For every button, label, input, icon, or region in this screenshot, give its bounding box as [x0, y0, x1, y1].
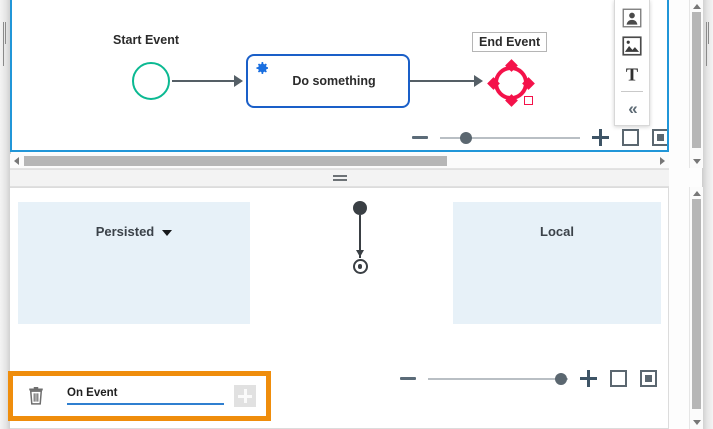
bottom-zoom-toolbar[interactable]: [400, 370, 657, 387]
event-name-value[interactable]: On Event: [67, 387, 118, 399]
right-splitter[interactable]: [702, 0, 713, 429]
resize-handle-southeast[interactable]: [524, 96, 533, 105]
svg-text:T: T: [626, 65, 638, 85]
end-event-label: End Event: [472, 32, 548, 52]
text-icon[interactable]: T: [619, 61, 645, 87]
fit-to-screen-icon[interactable]: [640, 370, 657, 387]
scroll-right-arrow[interactable]: [660, 157, 665, 165]
hscroll-thumb[interactable]: [24, 156, 447, 166]
zone-persisted[interactable]: Persisted: [18, 202, 250, 324]
right-splitter-grip[interactable]: [706, 22, 710, 66]
zoom-in-icon[interactable]: [592, 129, 609, 146]
top-pane-vscrollbar[interactable]: [689, 0, 703, 168]
zone-local-title: Local: [453, 224, 661, 239]
start-event-shape[interactable]: [132, 62, 170, 100]
zoom-out-icon[interactable]: [400, 377, 416, 380]
sequence-flow-1-arrowhead: [234, 75, 243, 87]
petri-end-place[interactable]: [352, 259, 368, 274]
scroll-up-arrow[interactable]: [692, 4, 701, 9]
fullscreen-icon[interactable]: [610, 370, 627, 387]
zoom-in-icon[interactable]: [580, 370, 597, 387]
task-shape-do-something[interactable]: Do something: [246, 54, 410, 108]
add-event-button[interactable]: [234, 385, 256, 407]
left-splitter-grip[interactable]: [3, 22, 7, 66]
gear-icon: [254, 60, 270, 76]
bottom-pane-vscroll-thumb[interactable]: [692, 199, 701, 409]
event-name-input[interactable]: On Event: [67, 387, 224, 405]
event-row[interactable]: On Event: [13, 376, 266, 416]
petri-start-place[interactable]: [353, 201, 367, 215]
fit-to-screen-icon[interactable]: [652, 129, 667, 146]
tool-palette[interactable]: T «: [614, 0, 650, 126]
top-pane-hscrollbar[interactable]: [10, 154, 669, 169]
event-row-highlight: On Event: [8, 371, 271, 421]
scroll-down-arrow[interactable]: [692, 420, 701, 425]
end-event-shape[interactable]: [486, 58, 536, 108]
zoom-slider-thumb[interactable]: [555, 372, 567, 385]
top-pane-vscroll-thumb[interactable]: [692, 12, 701, 148]
scroll-up-arrow[interactable]: [692, 191, 701, 196]
petri-arc[interactable]: [359, 215, 361, 258]
zoom-out-icon[interactable]: [412, 136, 428, 139]
zone-local-label: Local: [540, 224, 574, 239]
zoom-slider-thumb[interactable]: [460, 131, 472, 144]
image-icon[interactable]: [619, 33, 645, 59]
palette-divider: [621, 91, 643, 92]
zone-persisted-label: Persisted: [95, 224, 155, 239]
bpmn-canvas[interactable]: Start Event Do something End Event: [12, 0, 667, 150]
hscroll-track[interactable]: [24, 156, 655, 166]
chevron-down-icon[interactable]: [162, 229, 173, 236]
bottom-pane-vscrollbar[interactable]: [689, 187, 703, 429]
pane-splitter[interactable]: [10, 169, 669, 187]
task-label: Do something: [292, 74, 376, 88]
bpmn-diagram-pane[interactable]: Start Event Do something End Event: [10, 0, 669, 152]
start-event-label: Start Event: [113, 33, 179, 47]
zone-persisted-title[interactable]: Persisted: [18, 224, 250, 239]
trash-icon[interactable]: [27, 386, 45, 406]
scroll-down-arrow[interactable]: [692, 159, 701, 164]
sequence-flow-2-arrowhead: [474, 75, 483, 87]
petri-arc-arrowhead: [356, 250, 364, 257]
user-icon[interactable]: [619, 5, 645, 31]
collapse-palette-icon[interactable]: «: [628, 98, 638, 118]
zoom-slider-track[interactable]: [428, 372, 568, 385]
zoom-slider-track[interactable]: [440, 131, 580, 144]
top-zoom-toolbar[interactable]: [412, 129, 667, 146]
fullscreen-icon[interactable]: [622, 129, 639, 146]
zone-local[interactable]: Local: [453, 202, 661, 324]
sequence-flow-2[interactable]: [410, 80, 476, 82]
pane-splitter-grip[interactable]: [332, 175, 347, 181]
sequence-flow-1[interactable]: [172, 80, 236, 82]
input-underline: [67, 403, 224, 405]
scroll-left-arrow[interactable]: [14, 157, 19, 165]
